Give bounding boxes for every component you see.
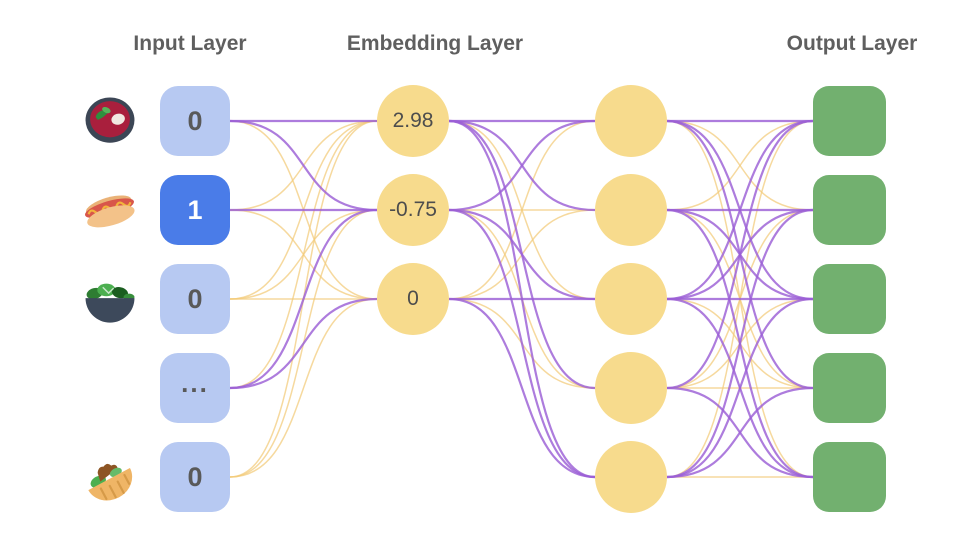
- hidden-node-0: [595, 85, 667, 157]
- embedding-layer-title: Embedding Layer: [346, 32, 524, 55]
- output-node-0: [813, 86, 886, 156]
- embedding-node-0: 2.98: [377, 85, 449, 157]
- input-node-1: 1: [160, 175, 230, 245]
- edge-hidden2-output0: [666, 119, 814, 301]
- edge-input0-embedding1: [229, 119, 378, 212]
- stuffed-flatbread-icon: [88, 463, 133, 501]
- output-node-3: [813, 353, 886, 423]
- edge-hidden4-output3: [666, 386, 814, 479]
- output-node-2: [813, 264, 886, 334]
- output-node-1: [813, 175, 886, 245]
- edge-hidden1-output0: [666, 120, 814, 211]
- embedding-node-1: -0.75: [377, 174, 449, 246]
- edge-hidden4-output2: [666, 297, 814, 479]
- output-node-4: [813, 442, 886, 512]
- input-node-0: 0: [160, 86, 230, 156]
- edge-embedding2-hidden0: [448, 120, 596, 300]
- green-salad-icon: [85, 283, 135, 323]
- edge-embedding2-hidden4: [448, 297, 596, 479]
- borscht-soup-icon: [85, 97, 135, 143]
- edge-input3-embedding2: [229, 297, 378, 390]
- edge-hidden4-output1: [666, 208, 814, 479]
- edge-input3-embedding1: [229, 208, 378, 390]
- hidden-node-2: [595, 263, 667, 335]
- hidden-node-3: [595, 352, 667, 424]
- hidden-node-4: [595, 441, 667, 513]
- input-node-2: 0: [160, 264, 230, 334]
- edge-embedding1-hidden0: [448, 119, 596, 212]
- stuffed-flatbread-icon: [78, 448, 142, 506]
- edge-embedding1-hidden2: [448, 208, 596, 301]
- input-node-3: ...: [160, 353, 230, 423]
- output-layer-title: Output Layer: [786, 32, 918, 55]
- embedding-node-2: 0: [377, 263, 449, 335]
- hidden-node-1: [595, 174, 667, 246]
- edge-input4-embedding2: [229, 298, 378, 478]
- input-layer-title: Input Layer: [133, 32, 247, 55]
- edge-hidden3-output0: [666, 119, 814, 390]
- borscht-soup-icon: [78, 92, 142, 150]
- hot-dog-icon: [78, 181, 142, 239]
- green-salad-icon: [78, 270, 142, 328]
- edge-input3-embedding0: [229, 120, 378, 389]
- hot-dog-icon: [85, 195, 135, 228]
- edge-embedding1-hidden4: [448, 208, 596, 479]
- input-node-4: 0: [160, 442, 230, 512]
